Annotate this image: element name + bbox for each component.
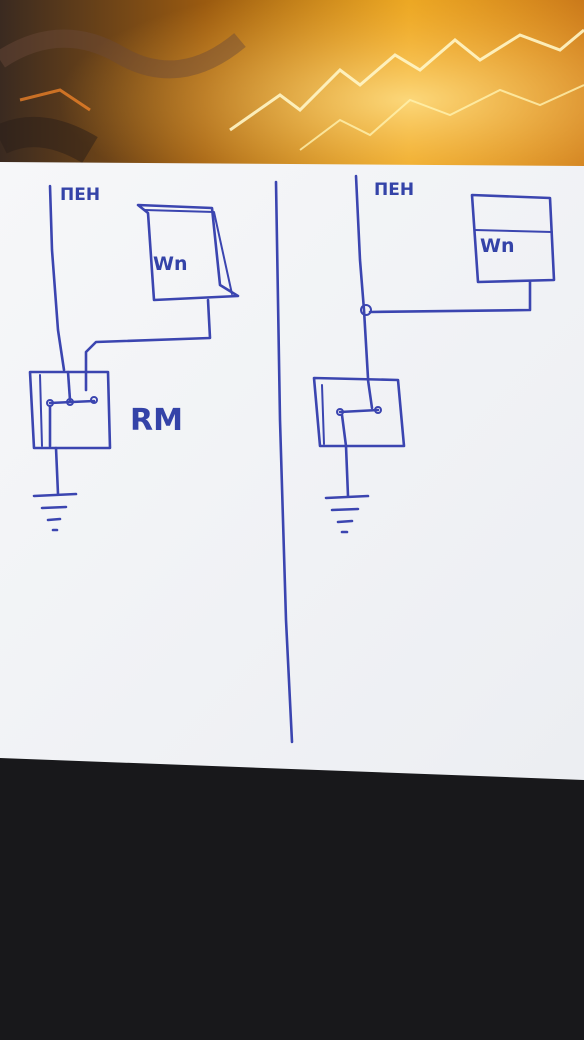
left-device-label: RM — [130, 403, 183, 438]
paper-sheet — [0, 162, 584, 780]
divider-line — [274, 180, 294, 744]
left-supply-label: ПЕН — [60, 185, 100, 205]
right-diagram: ПЕН Wn — [312, 174, 556, 534]
right-meter-label: Wn — [480, 235, 514, 257]
left-diagram: ПЕН Wn RM — [28, 184, 240, 532]
left-meter-label: Wn — [153, 253, 187, 275]
right-supply-label: ПЕН — [374, 180, 414, 200]
lightning-bolt — [229, 28, 584, 132]
